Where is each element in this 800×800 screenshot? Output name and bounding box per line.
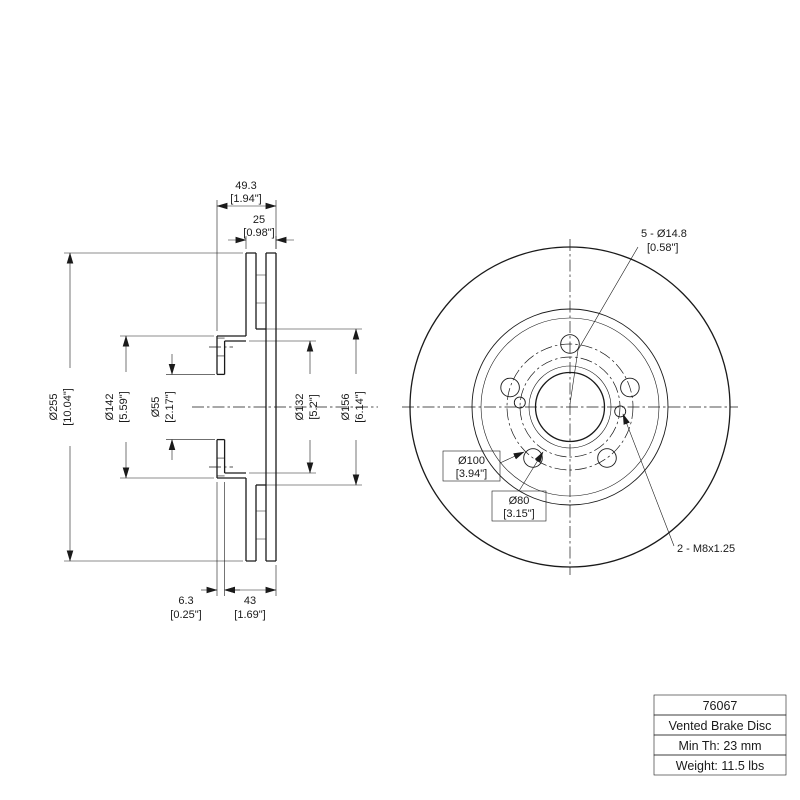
pilot-circle-mm: Ø80 <box>509 495 530 507</box>
disc-thickness-mm: 25 <box>253 214 265 226</box>
vent-vane-lines <box>256 274 266 304</box>
pilot-circle-in: [3.15"] <box>503 508 534 520</box>
thread-hole <box>614 405 627 418</box>
bolt-hole <box>597 448 617 468</box>
callout-bolt-circle: Ø100 [3.94"] <box>442 450 525 482</box>
bore-dia-mm: Ø55 <box>150 397 162 418</box>
disc-thickness-in: [0.98"] <box>243 227 274 239</box>
dim-bore-diameter: Ø55 [2.17"] <box>150 354 215 460</box>
bolt-holes-in: [0.58"] <box>647 242 678 254</box>
min-thickness: Min Th: 23 mm <box>678 739 761 753</box>
callout-pilot-circle: Ø80 [3.15"] <box>491 451 547 522</box>
bolt-circle-mm: Ø100 <box>458 455 485 467</box>
callout-thread-holes: 2 - M8x1.25 <box>622 413 735 555</box>
bolt-hole <box>620 377 640 398</box>
thread-hole <box>513 396 526 409</box>
part-number: 76067 <box>703 699 738 713</box>
title-block: 76067 Vented Brake Disc Min Th: 23 mm We… <box>653 694 787 776</box>
inner-dia-in: [5.2"] <box>308 394 320 419</box>
hat-depth-mm: 43 <box>244 595 256 607</box>
hat-dia-in: [5.59"] <box>118 391 130 422</box>
section-view <box>192 252 378 562</box>
flange-dia-in: [6.14"] <box>354 391 366 422</box>
flange-dia-mm: Ø156 <box>340 394 352 421</box>
dim-total-width: 49.3 [1.94"] <box>216 180 277 331</box>
front-crosshair <box>402 239 738 575</box>
weight: Weight: 11.5 lbs <box>676 759 764 773</box>
flange-th-in: [0.25"] <box>170 609 201 621</box>
dim-flange-diameter: Ø156 [6.14"] <box>259 328 366 486</box>
dim-disc-thickness: 25 [0.98"] <box>228 214 294 249</box>
flange-th-mm: 6.3 <box>178 595 193 607</box>
part-description: Vented Brake Disc <box>669 719 772 733</box>
total-width-in: [1.94"] <box>230 193 261 205</box>
inner-dia-mm: Ø132 <box>294 394 306 421</box>
bolt-circle-in: [3.94"] <box>456 468 487 480</box>
front-view <box>402 239 738 575</box>
hat-bolt-hole-section <box>217 337 225 357</box>
hat-dia-mm: Ø142 <box>104 394 116 421</box>
dim-outer-diameter: Ø255 [10.04"] <box>48 252 243 562</box>
pilot-circle-box <box>491 490 547 522</box>
thread-holes-label: 2 - M8x1.25 <box>677 543 735 555</box>
hat-depth-in: [1.69"] <box>234 609 265 621</box>
outer-dia-in: [10.04"] <box>62 388 74 426</box>
dim-bottom: 6.3 [0.25"] 43 [1.69"] <box>170 482 277 621</box>
bolt-circle-box <box>442 450 501 482</box>
bolt-hole <box>500 377 520 398</box>
bore-dia-in: [2.17"] <box>164 391 176 422</box>
callout-bolt-holes: 5 - Ø14.8 [0.58"] <box>569 228 687 405</box>
bolt-holes-label: 5 - Ø14.8 <box>641 228 687 240</box>
total-width-mm: 49.3 <box>235 180 256 192</box>
outer-dia-mm: Ø255 <box>48 394 60 421</box>
dim-hat-diameter: Ø142 [5.59"] <box>104 335 214 479</box>
dim-inner-diameter: Ø132 [5.2"] <box>249 340 320 474</box>
